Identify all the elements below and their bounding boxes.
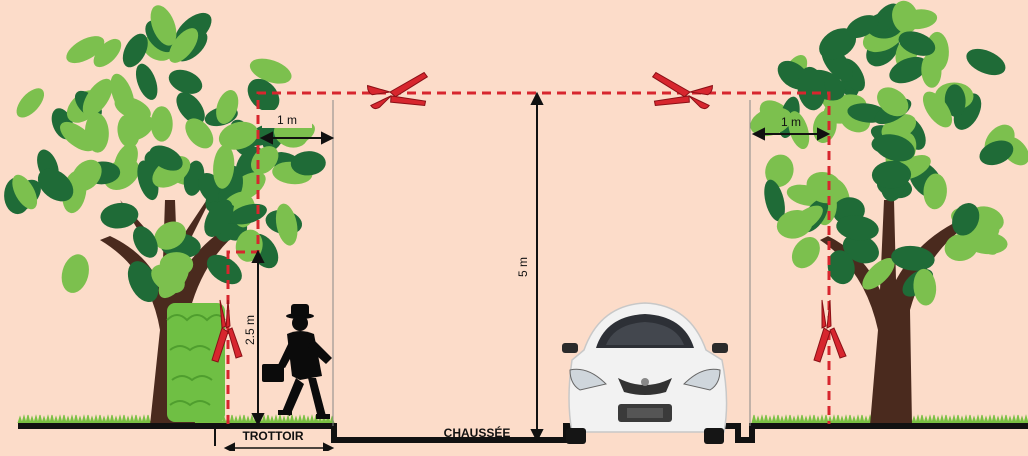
leaf — [962, 44, 1009, 81]
height-5m-label: 5 m — [516, 257, 530, 277]
leaf — [12, 84, 49, 123]
ground-profile — [18, 426, 1028, 440]
sidewalk-label: TROTTOIR — [242, 429, 303, 443]
pruning-shears-icon — [366, 70, 435, 119]
hedge — [167, 303, 225, 422]
right-tree — [746, 0, 1028, 425]
leaf — [99, 201, 140, 231]
pruning-shears-icon — [646, 70, 715, 119]
leaf — [132, 61, 162, 103]
left-clearance-label: 1 m — [277, 113, 297, 127]
height-2-5m-label: 2.5 m — [243, 315, 257, 345]
leaf — [273, 202, 301, 248]
sidewalk-width-arrow — [226, 444, 332, 451]
roadway-label: CHAUSSÉE — [444, 425, 511, 440]
leaf — [151, 106, 173, 141]
right-tree-foliage — [746, 0, 1028, 307]
height-5m-arrow — [532, 94, 542, 440]
left-tree — [3, 2, 326, 425]
leaf — [58, 251, 94, 296]
pedestrian-with-briefcase-icon — [262, 304, 332, 419]
car-front-icon — [562, 303, 728, 444]
right-clearance-label: 1 m — [781, 115, 801, 129]
left-tree-foliage — [3, 2, 326, 307]
